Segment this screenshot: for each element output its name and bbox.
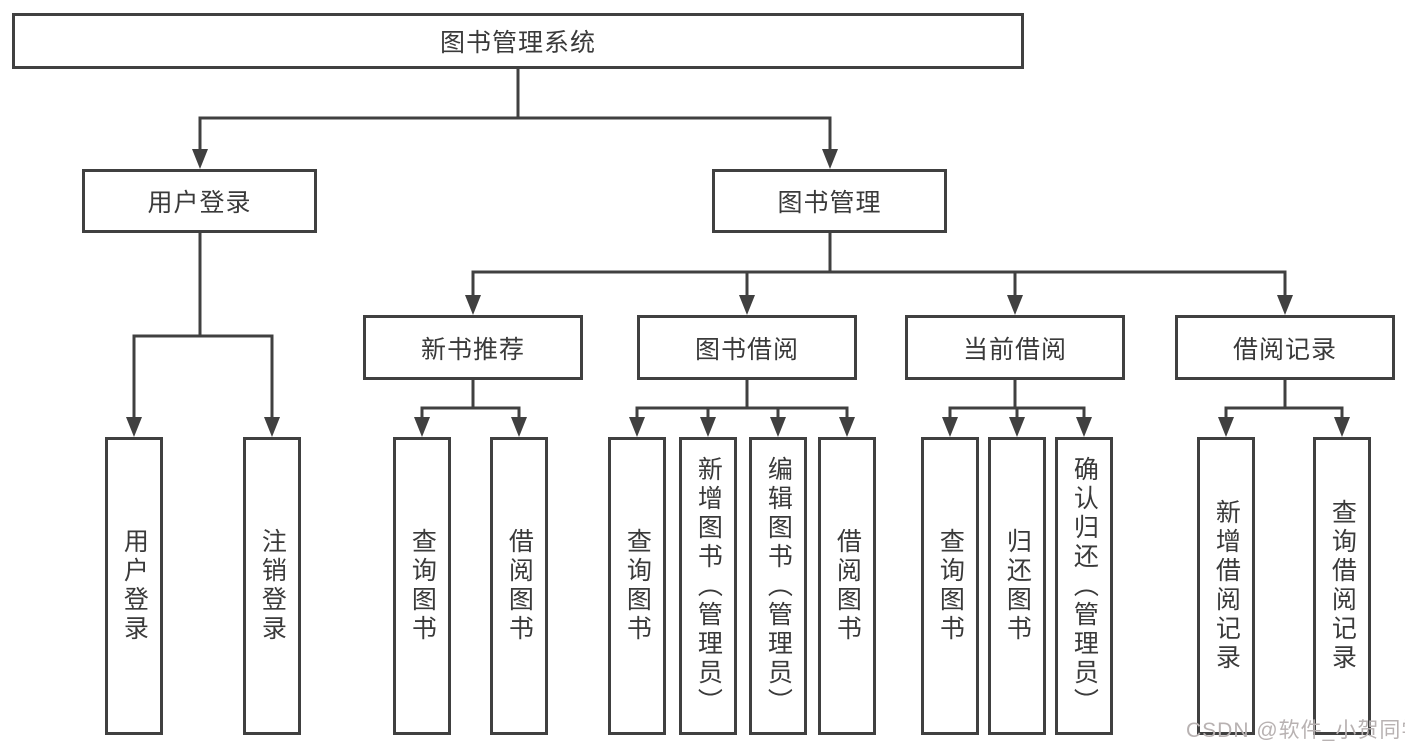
- leaf-confirm-return-admin: 确认归还（管理员）: [1055, 437, 1113, 735]
- leaf-borrow-books-borrowing: 借阅图书: [818, 437, 876, 735]
- node-new-book-recommend-label: 新书推荐: [420, 335, 525, 364]
- leaf-confirm-return-admin-label: 确认归还（管理员）: [1070, 455, 1099, 717]
- leaf-add-books-admin-label: 新增图书（管理员）: [694, 455, 723, 717]
- leaf-add-borrow-record-label: 新增借阅记录: [1212, 499, 1241, 673]
- leaf-edit-books-admin-label: 编辑图书（管理员）: [764, 455, 793, 717]
- node-book-borrowing: 图书借阅: [637, 315, 857, 380]
- node-book-management: 图书管理: [712, 169, 947, 233]
- leaf-user-login-label: 用户登录: [120, 528, 149, 644]
- node-book-borrowing-label: 图书借阅: [694, 335, 799, 364]
- node-borrowing-records-label: 借阅记录: [1232, 335, 1337, 364]
- watermark: CSDN @软件_小贺同学: [1186, 719, 1405, 742]
- leaf-borrow-books-borrowing-label: 借阅图书: [833, 528, 862, 644]
- leaf-user-login: 用户登录: [105, 437, 163, 735]
- node-borrowing-records: 借阅记录: [1175, 315, 1395, 380]
- leaf-query-borrow-record-label: 查询借阅记录: [1328, 499, 1357, 673]
- leaf-query-books-borrowing-label: 查询图书: [623, 528, 652, 644]
- node-current-borrowing-label: 当前借阅: [962, 335, 1067, 364]
- leaf-add-books-admin: 新增图书（管理员）: [679, 437, 737, 735]
- leaf-query-books-recommend-label: 查询图书: [408, 528, 437, 644]
- leaf-logout: 注销登录: [243, 437, 301, 735]
- leaf-return-books-label: 归还图书: [1003, 528, 1032, 644]
- leaf-query-books-current: 查询图书: [921, 437, 979, 735]
- leaf-query-books-recommend: 查询图书: [393, 437, 451, 735]
- leaf-return-books: 归还图书: [988, 437, 1046, 735]
- node-user-login-label: 用户登录: [147, 189, 252, 217]
- leaf-query-books-current-label: 查询图书: [936, 528, 965, 644]
- leaf-edit-books-admin: 编辑图书（管理员）: [749, 437, 807, 735]
- node-root: 图书管理系统: [12, 13, 1024, 69]
- leaf-add-borrow-record: 新增借阅记录: [1197, 437, 1255, 735]
- leaf-query-borrow-record: 查询借阅记录: [1313, 437, 1371, 735]
- node-root-label: 图书管理系统: [439, 29, 596, 57]
- node-new-book-recommend: 新书推荐: [363, 315, 583, 380]
- node-book-management-label: 图书管理: [777, 189, 882, 217]
- node-user-login: 用户登录: [82, 169, 317, 233]
- leaf-query-books-borrowing: 查询图书: [608, 437, 666, 735]
- leaf-borrow-books-recommend-label: 借阅图书: [505, 528, 534, 644]
- leaf-borrow-books-recommend: 借阅图书: [490, 437, 548, 735]
- leaf-logout-label: 注销登录: [258, 528, 287, 644]
- node-current-borrowing: 当前借阅: [905, 315, 1125, 380]
